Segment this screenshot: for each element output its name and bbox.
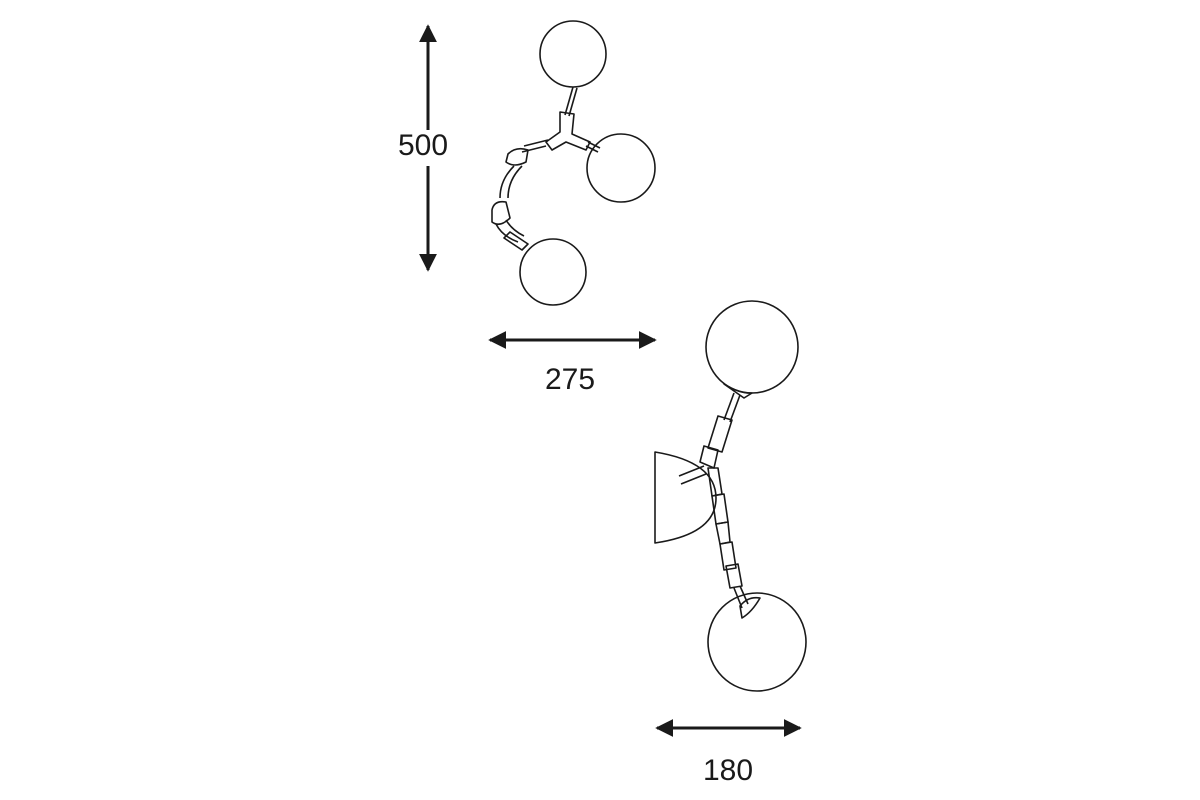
width-label: 275	[545, 363, 596, 396]
lower-knuckle	[491, 200, 511, 226]
bottom-globe	[519, 238, 587, 306]
top-globe	[539, 20, 607, 88]
side-view-lamp	[654, 300, 807, 692]
side-bottom-globe	[707, 592, 807, 692]
center-joint	[545, 111, 591, 151]
side-joint	[707, 415, 733, 453]
depth-label: 180	[703, 754, 754, 787]
right-globe	[586, 133, 656, 203]
upper-knuckle	[505, 147, 529, 166]
wall-plate	[654, 451, 717, 544]
height-label: 500	[398, 129, 449, 162]
front-view-lamp	[491, 20, 656, 306]
side-top-globe	[705, 300, 799, 394]
